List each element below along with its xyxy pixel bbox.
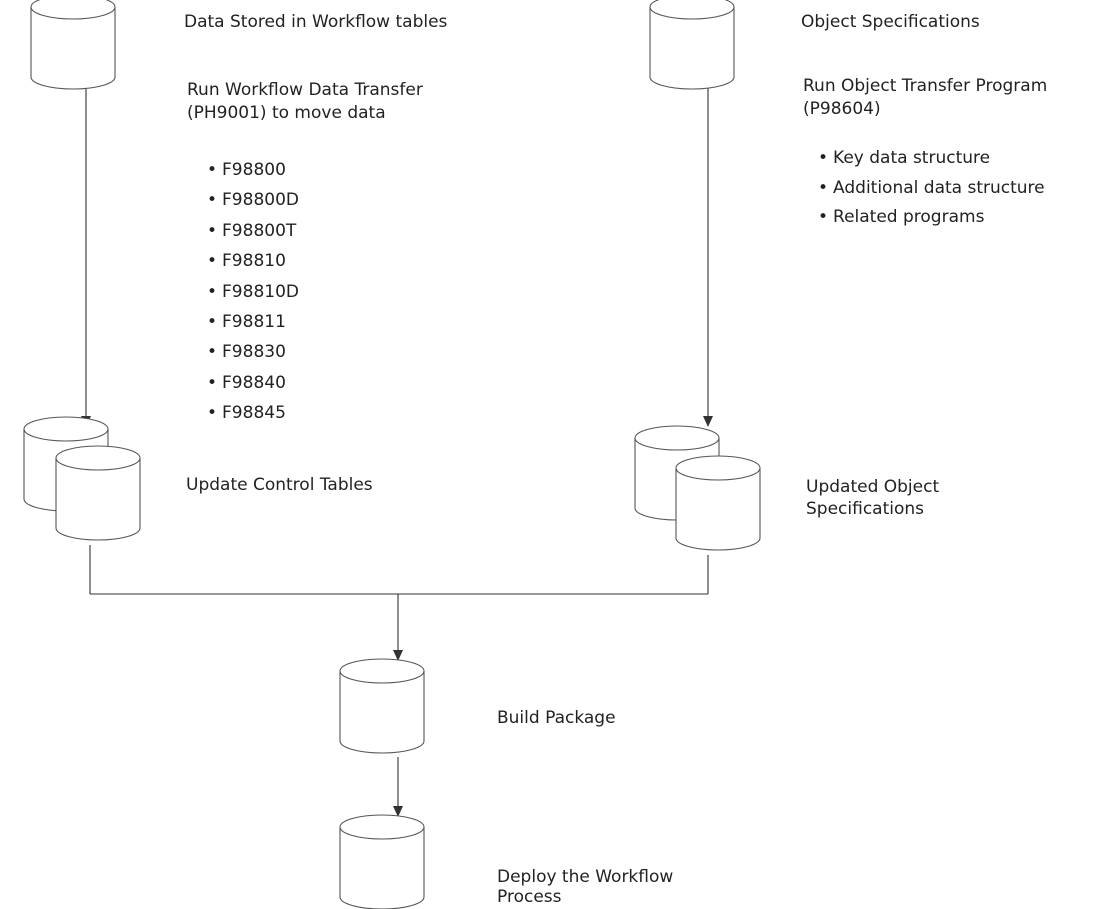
- database-workflow-tables-icon: [30, 0, 116, 90]
- list-item: Additional data structure: [818, 177, 1045, 207]
- node-label-build-package: Build Package: [497, 708, 616, 728]
- list-item: F98800: [207, 159, 299, 189]
- workflow-table-list: F98800 F98800D F98800T F98810 F98810D F9…: [207, 159, 299, 433]
- list-item: F98811: [207, 311, 299, 341]
- node-label-object-specs: Object Specifications: [801, 12, 980, 32]
- database-deploy-icon: [339, 814, 425, 909]
- node-label-workflow-tables: Data Stored in Workflow tables: [184, 12, 448, 32]
- arrowhead-icon: [393, 650, 403, 661]
- database-updated-specs-front-icon: [675, 455, 761, 551]
- step-object-transfer-line2: (P98604): [803, 99, 881, 119]
- list-item: F98810: [207, 250, 299, 280]
- list-item: F98800T: [207, 220, 299, 250]
- database-build-package-icon: [339, 658, 425, 754]
- step-workflow-transfer-line2: (PH9001) to move data: [187, 103, 386, 123]
- list-item: Related programs: [818, 206, 1045, 236]
- node-label-updated-specs-line2: Specifications: [806, 499, 925, 519]
- list-item: F98840: [207, 372, 299, 402]
- list-item: Key data structure: [818, 147, 1045, 177]
- database-control-tables-front-icon: [55, 445, 141, 541]
- node-label-deploy-line2: Process: [497, 887, 562, 907]
- arrowhead-icon: [393, 806, 403, 817]
- list-item: F98845: [207, 402, 299, 432]
- node-label-control-tables: Update Control Tables: [186, 475, 373, 495]
- step-object-transfer-line1: Run Object Transfer Program: [803, 76, 1048, 96]
- list-item: F98800D: [207, 189, 299, 219]
- list-item: F98810D: [207, 281, 299, 311]
- object-item-list: Key data structure Additional data struc…: [818, 147, 1045, 236]
- database-object-specs-icon: [649, 0, 735, 90]
- arrowhead-icon: [703, 416, 713, 427]
- node-label-deploy-line1: Deploy the Workflow: [497, 867, 674, 887]
- list-item: F98830: [207, 341, 299, 371]
- step-workflow-transfer-line1: Run Workflow Data Transfer: [187, 80, 423, 100]
- node-label-updated-specs-line1: Updated Object: [806, 477, 940, 497]
